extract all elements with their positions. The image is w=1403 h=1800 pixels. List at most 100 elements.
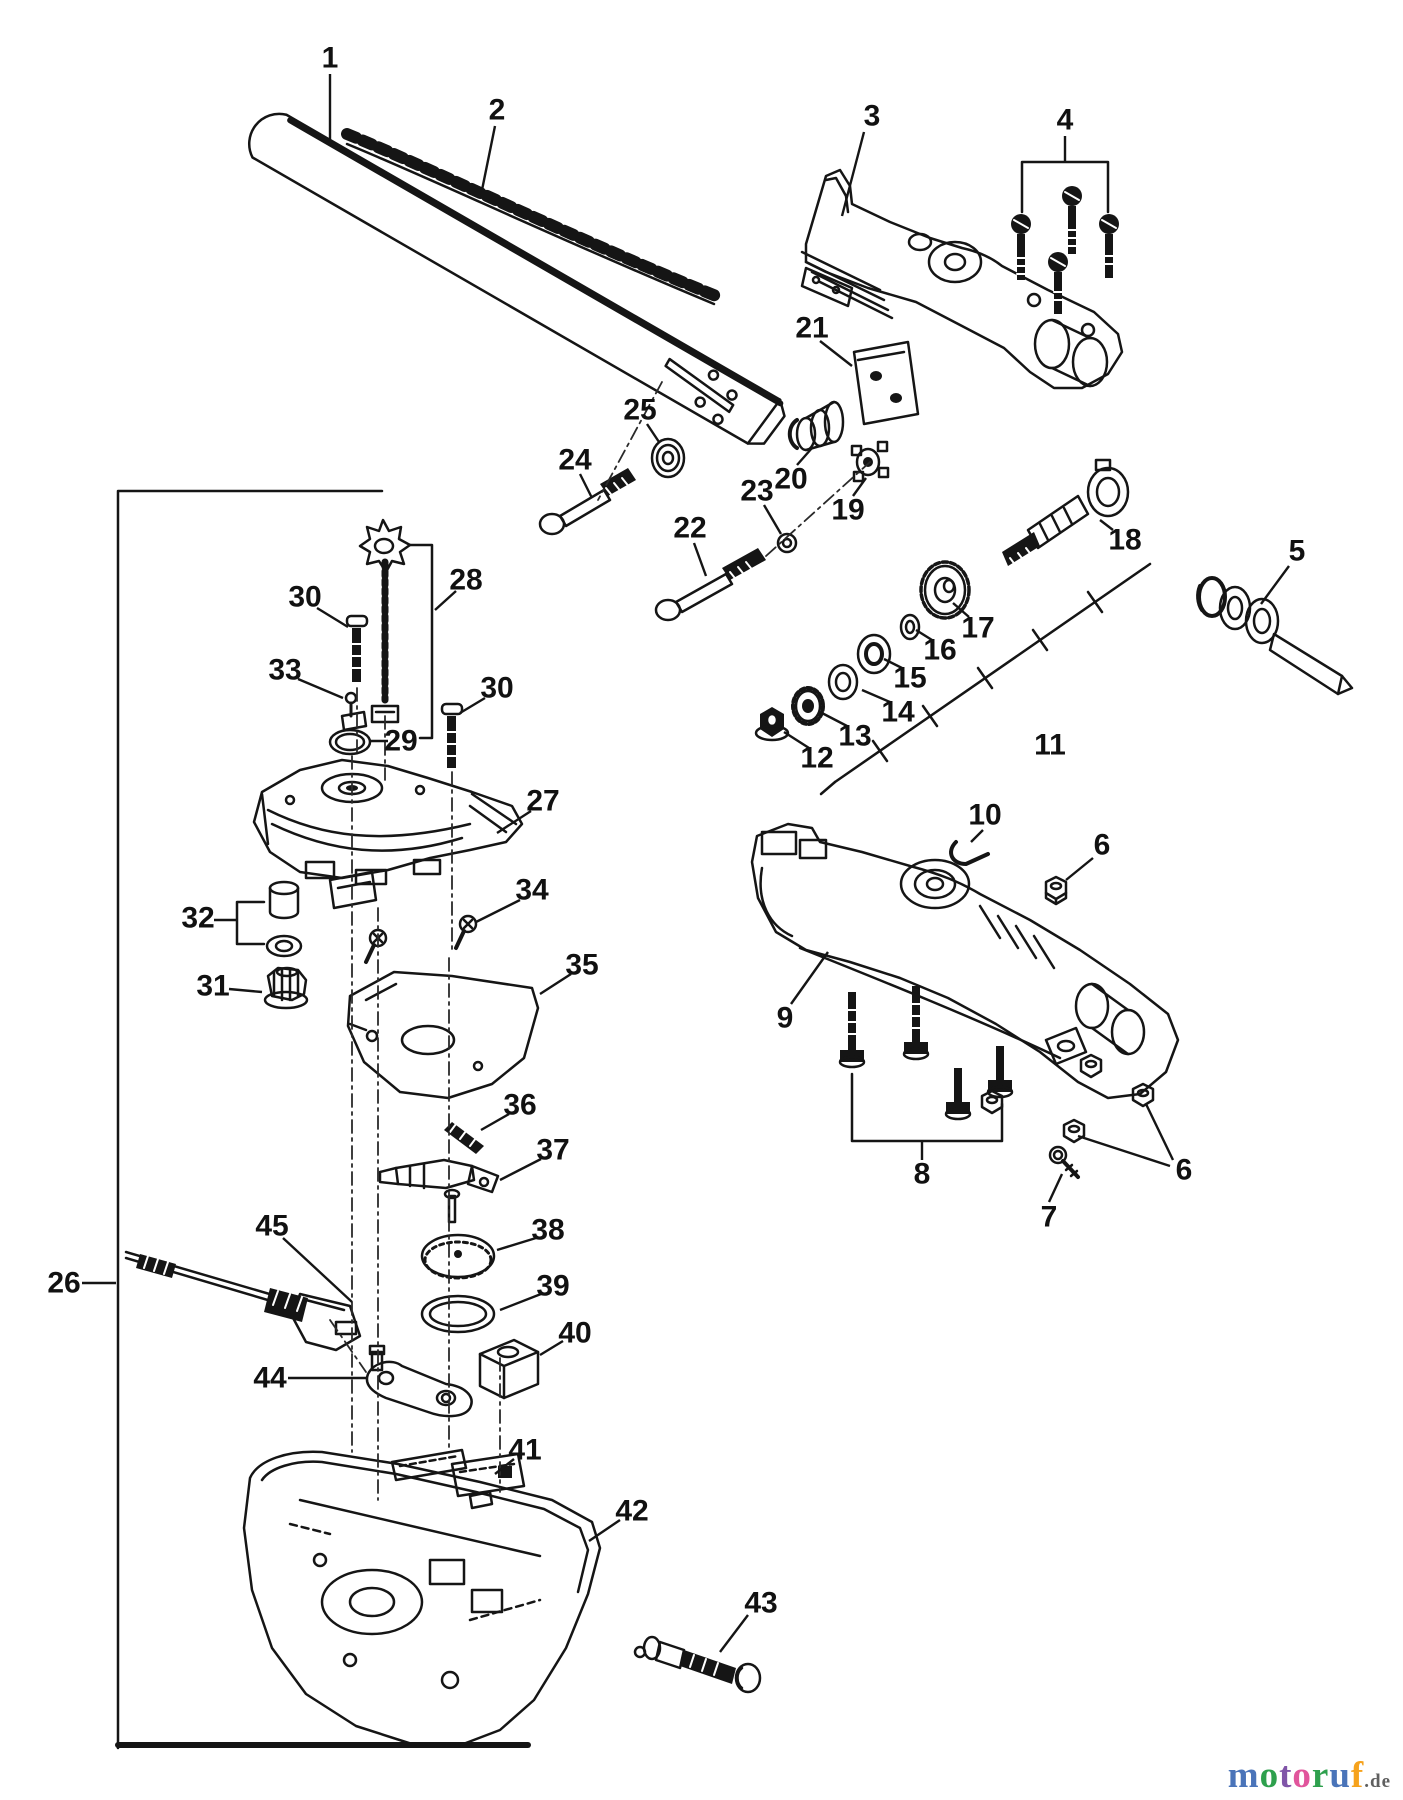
- part-number-label: 6: [1094, 829, 1111, 862]
- part-number-label: 10: [968, 799, 1001, 832]
- part-number-label: 25: [623, 394, 656, 427]
- part-number-label: 42: [615, 1495, 648, 1528]
- leader-line: [861, 688, 891, 704]
- part-callout-45: 45: [255, 1210, 353, 1303]
- part-24-bolt: [538, 468, 636, 536]
- part-1-guide-bar: [248, 112, 786, 445]
- leader-line: [459, 696, 486, 715]
- part-39-ring: [420, 1294, 496, 1334]
- part-callout-18: 18: [1099, 519, 1142, 557]
- part-callout-14: 14: [861, 688, 915, 729]
- part-callout-40: 40: [539, 1317, 592, 1357]
- part-callout-34: 34: [475, 874, 549, 924]
- part-number-label: 6: [1176, 1154, 1193, 1187]
- motoruf-logo: motoruf.de: [1228, 1757, 1391, 1794]
- part-29-o-ring: [328, 728, 372, 756]
- part-callout-16: 16: [915, 628, 957, 667]
- part-callout-35: 35: [539, 949, 599, 996]
- part-callout-19: 19: [831, 477, 867, 527]
- part-number-label: 15: [893, 662, 926, 695]
- part-callout-8: 8: [914, 1141, 931, 1191]
- leader-line: [1144, 1103, 1175, 1161]
- part-number-label: 24: [558, 444, 592, 477]
- leader-line: [282, 1237, 353, 1303]
- leader-line: [915, 628, 933, 642]
- part-number-label: 11: [1034, 729, 1066, 762]
- logo-letter: u: [1329, 1755, 1351, 1796]
- logo-letter: r: [1311, 1755, 1330, 1796]
- part-callout-33: 33: [268, 654, 344, 700]
- part-number-label: 45: [255, 1210, 288, 1243]
- part-31-flanged-nut: [263, 966, 309, 1010]
- part-10-clip: [949, 840, 990, 866]
- part-callout-26: 26: [47, 1267, 116, 1300]
- part-number-label: 27: [526, 785, 559, 818]
- part-number-label: 21: [795, 312, 828, 345]
- part-40-block: [478, 1338, 540, 1400]
- part-callout-21: 21: [795, 312, 853, 367]
- part-number-label: 30: [288, 581, 321, 614]
- part-number-label: 1: [322, 42, 339, 75]
- part-callout-22: 22: [673, 512, 708, 577]
- part-number-label: 28: [449, 564, 482, 597]
- logo-letter: o: [1259, 1755, 1280, 1796]
- part-number-label: 40: [558, 1317, 591, 1350]
- part-number-label: 38: [531, 1214, 564, 1247]
- part-5-drive-coupler: [1196, 576, 1354, 696]
- leader-line: [494, 1458, 515, 1475]
- part-11-axis-bracket: [819, 562, 1152, 796]
- leader-line: [952, 602, 970, 618]
- part-number-label: 37: [536, 1134, 569, 1167]
- leader-line: [297, 677, 344, 700]
- part-number-label: 9: [777, 1002, 794, 1035]
- part-30-bolt-left: [345, 614, 369, 682]
- part-35-guard-plate: [346, 970, 540, 1100]
- logo-suffix: .de: [1364, 1771, 1391, 1792]
- leader-line: [819, 340, 853, 367]
- part-callout-38: 38: [496, 1214, 565, 1252]
- part-callout-4: 4: [1057, 104, 1074, 162]
- logo-letter: o: [1292, 1755, 1312, 1796]
- leader-line: [539, 1339, 564, 1357]
- leader-line: [499, 1292, 542, 1312]
- part-number-label: 5: [1289, 535, 1306, 568]
- part-21-plate: [852, 340, 920, 426]
- part-callout-17: 17: [952, 602, 995, 645]
- part-number-label: 8: [914, 1158, 931, 1191]
- part-number-label: 20: [774, 463, 807, 496]
- part-23-washer: [776, 532, 798, 554]
- part-callout-28: 28: [434, 564, 483, 611]
- part-17-gear: [919, 560, 971, 620]
- part-28-tensioner: [358, 518, 434, 740]
- part-callout-9: 9: [777, 951, 829, 1035]
- leader-line: [480, 1112, 510, 1132]
- part-callout-12: 12: [783, 730, 834, 775]
- part-number-label: 26: [47, 1267, 80, 1300]
- part-callout-37: 37: [499, 1134, 570, 1182]
- part-callout-5: 5: [1260, 535, 1306, 605]
- part-13-lock-washer: [791, 686, 825, 726]
- part-callout-27: 27: [496, 785, 560, 835]
- part-number-label: 35: [565, 949, 598, 982]
- part-9-lower-housing: [750, 822, 1180, 1100]
- part-callout-30: 30: [288, 581, 349, 629]
- part-number-label: 33: [268, 654, 301, 687]
- leader-line: [475, 898, 521, 924]
- leader-line: [539, 972, 572, 996]
- leader-line: [970, 829, 984, 843]
- leader-line: [790, 951, 829, 1005]
- part-6-nut-top: [1044, 875, 1068, 906]
- leader-line: [499, 1157, 542, 1182]
- part-number-label: 22: [673, 512, 706, 545]
- leader-line: [434, 590, 457, 611]
- part-26-assembly-bracket: [115, 489, 531, 1750]
- part-43-bolt-assembly: [633, 1635, 762, 1694]
- part-27-gear-case: [252, 758, 524, 910]
- part-22-bolt: [654, 548, 766, 622]
- leader-line: [480, 125, 497, 191]
- part-number-label: 19: [831, 494, 864, 527]
- part-callout-44: 44: [253, 1362, 366, 1395]
- diagram-artwork: [115, 112, 1354, 1750]
- part-callout-15: 15: [883, 657, 927, 695]
